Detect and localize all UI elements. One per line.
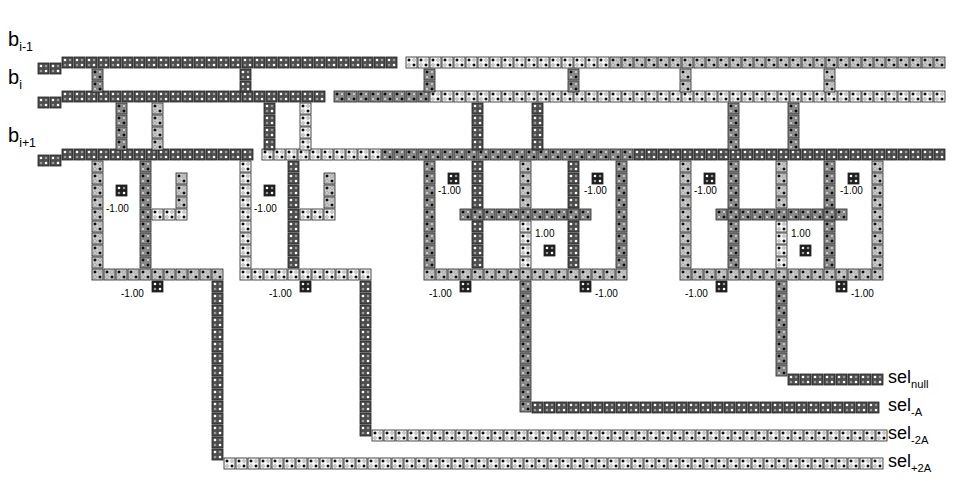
qca-layout: bi-1bibi+1-1.00-1.00-1.00-1.00-1.00-1.00… xyxy=(0,0,957,481)
